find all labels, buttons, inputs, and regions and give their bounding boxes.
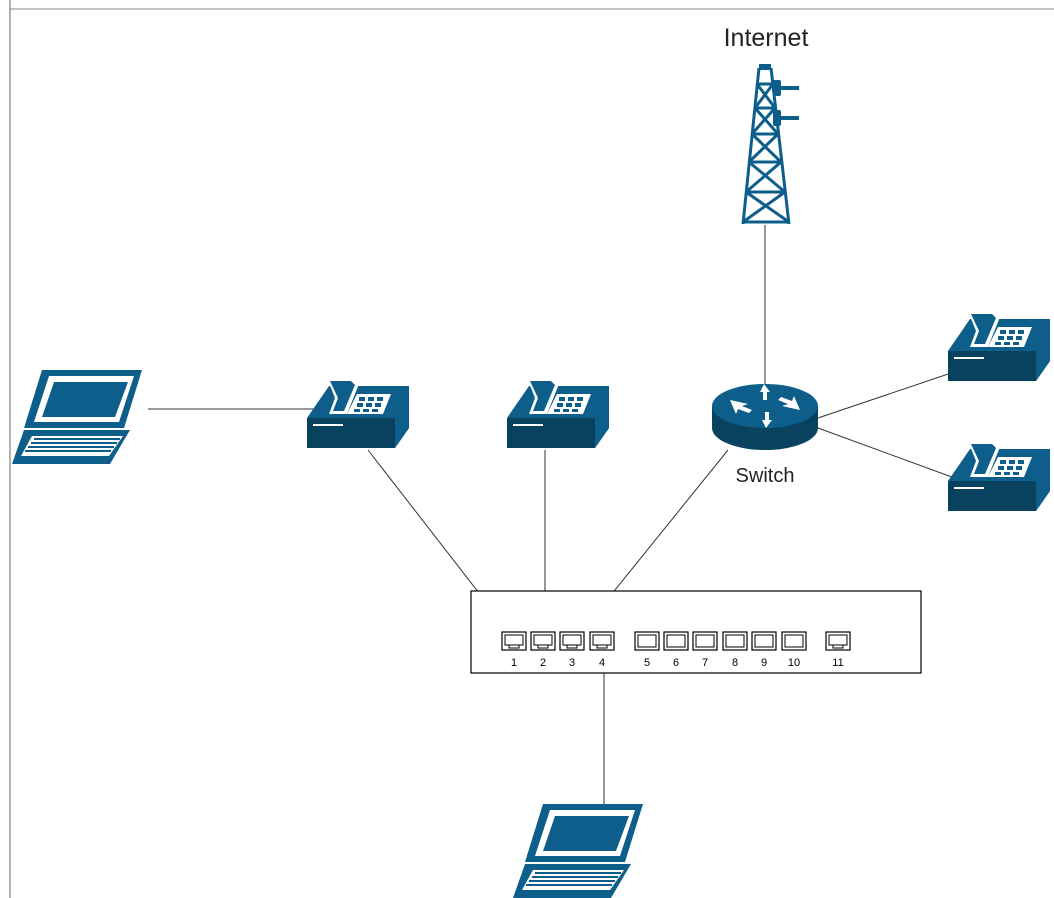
- port-4[interactable]: [589, 631, 615, 651]
- port-label-10: 10: [788, 657, 800, 669]
- port-label-8: 8: [732, 657, 738, 669]
- ip-phone-icon[interactable]: [507, 378, 609, 448]
- ip-phone-icon[interactable]: [307, 378, 409, 448]
- port-label-9: 9: [761, 657, 767, 669]
- internet-label: Internet: [724, 24, 809, 52]
- port-label-1: 1: [511, 657, 517, 669]
- port-label-6: 6: [673, 657, 679, 669]
- port-8[interactable]: [722, 631, 748, 651]
- port-5[interactable]: [634, 631, 660, 651]
- port-label-3: 3: [569, 657, 575, 669]
- port-label-7: 7: [702, 657, 708, 669]
- port-6[interactable]: [663, 631, 689, 651]
- link-switch-phone4: [817, 427, 961, 481]
- laptop-icon[interactable]: [513, 804, 643, 898]
- router-icon[interactable]: [712, 384, 818, 450]
- port-10[interactable]: [781, 631, 807, 651]
- link-switch-phone3: [817, 369, 961, 419]
- tower-icon[interactable]: [741, 64, 799, 225]
- port-3[interactable]: [559, 631, 585, 651]
- connections: [148, 225, 961, 808]
- laptop-icon[interactable]: [12, 370, 142, 464]
- ip-phone-icon[interactable]: [948, 311, 1050, 381]
- port-label-11: 11: [832, 657, 843, 669]
- ip-phone-icon[interactable]: [948, 441, 1050, 511]
- switch-panel: 1 2 3 4 5 6 7 8 9 10 11: [470, 590, 922, 674]
- port-9[interactable]: [751, 631, 777, 651]
- port-1[interactable]: [501, 631, 527, 651]
- switch-label: Switch: [736, 465, 795, 487]
- port-2[interactable]: [530, 631, 556, 651]
- port-label-4: 4: [599, 657, 605, 669]
- port-7[interactable]: [692, 631, 718, 651]
- port-label-5: 5: [644, 657, 650, 669]
- port-label-2: 2: [540, 657, 546, 669]
- port-11[interactable]: [825, 631, 851, 651]
